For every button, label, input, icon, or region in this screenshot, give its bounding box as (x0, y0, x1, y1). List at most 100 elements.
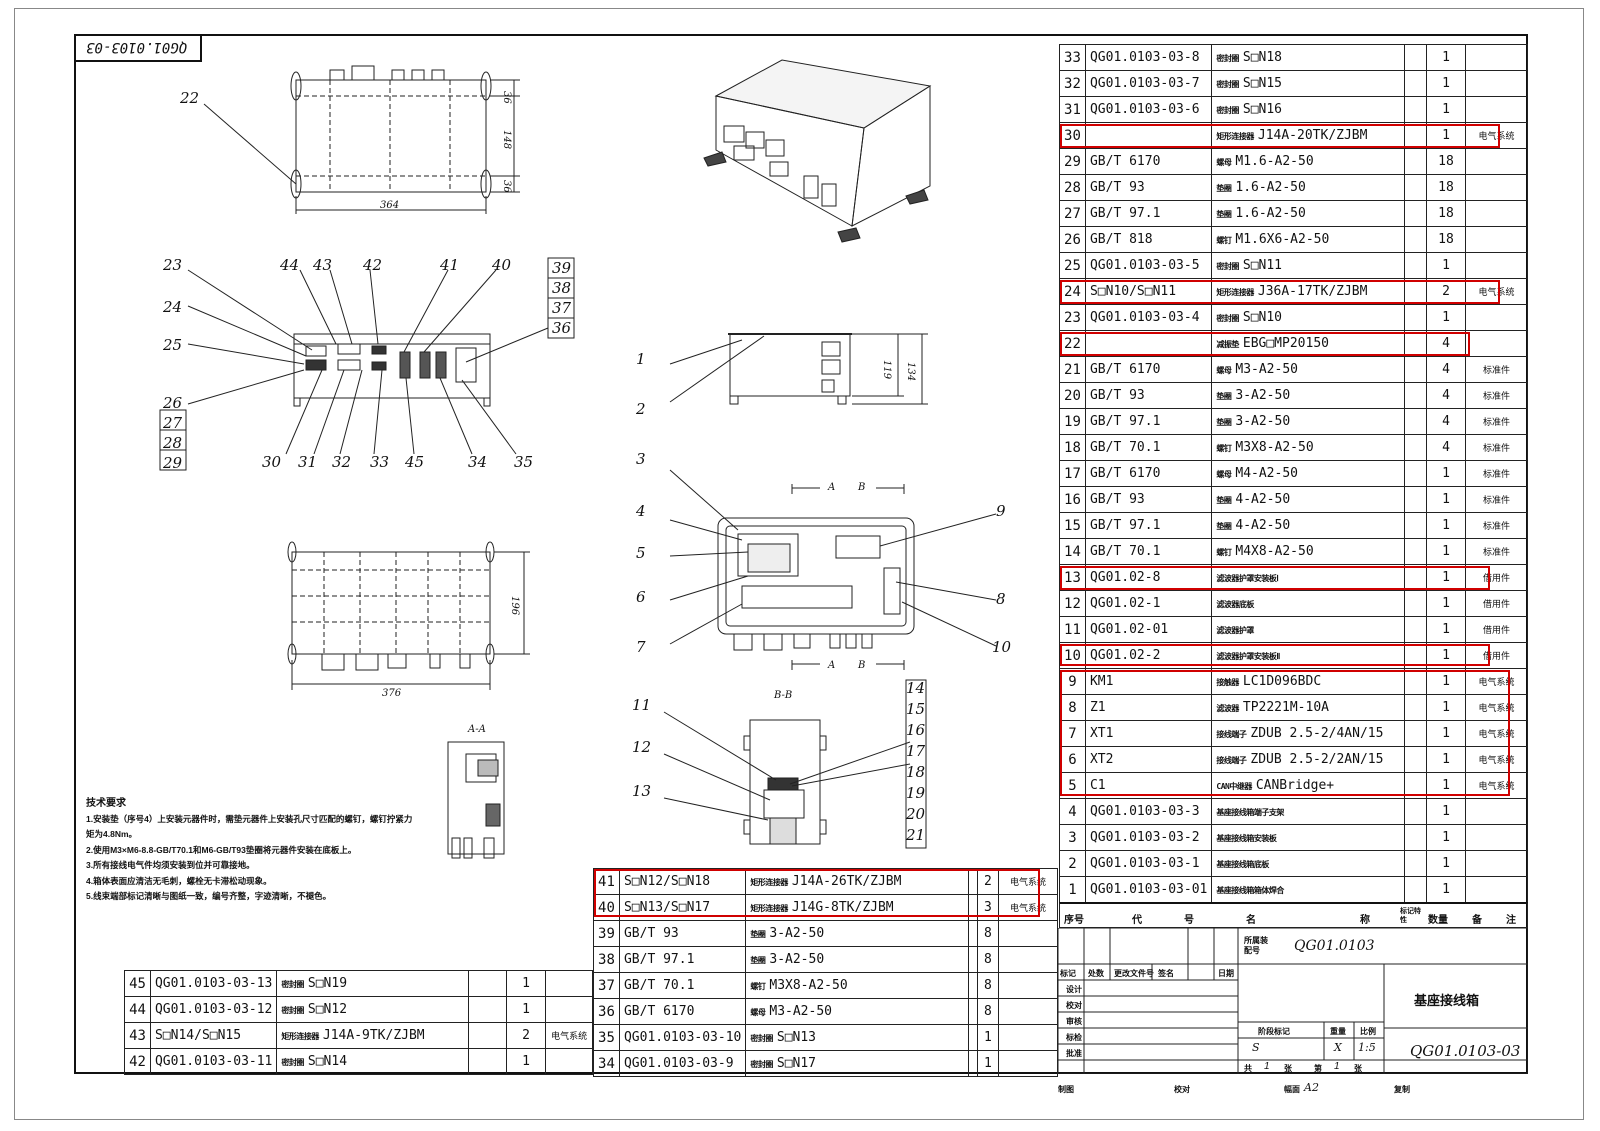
svg-text:18: 18 (906, 763, 925, 781)
item-mark (968, 998, 979, 1025)
item-mark (1404, 356, 1427, 383)
svg-text:148: 148 (501, 130, 512, 149)
item-qty: 1 (1425, 304, 1467, 331)
item-qty: 1 (977, 1050, 999, 1077)
item-qty: 1 (1425, 70, 1467, 97)
item-code: GB/T 70.1 (1084, 434, 1213, 461)
item-mark (968, 920, 979, 947)
item-number: 24 (1059, 278, 1086, 305)
svg-text:45: 45 (404, 453, 424, 471)
svg-text:33: 33 (370, 453, 389, 471)
item-remark: 电气系统 (545, 1022, 593, 1049)
item-code: GB/T 93 (618, 920, 747, 947)
svg-text:2: 2 (635, 400, 646, 418)
item-number: 35 (593, 1024, 620, 1051)
item-remark (1465, 148, 1528, 175)
item-name: 基座接线箱端子支架 (1211, 798, 1406, 825)
item-mark (1404, 70, 1427, 97)
svg-text:9: 9 (996, 502, 1006, 520)
item-code: GB/T 6170 (618, 998, 747, 1025)
svg-text:15: 15 (906, 700, 925, 718)
item-qty: 4 (1425, 408, 1467, 435)
item-remark: 借用件 (1465, 616, 1528, 643)
item-remark (545, 1048, 593, 1075)
svg-text:34: 34 (468, 453, 487, 471)
highlight-row-13 (1060, 566, 1490, 590)
item-qty: 1 (505, 1048, 547, 1075)
item-number: 17 (1059, 460, 1086, 487)
item-remark: 电气系统 (1465, 746, 1528, 773)
item-code: QG01.0103-03-10 (618, 1024, 747, 1051)
item-code: GB/T 97.1 (618, 946, 747, 973)
item-code: GB/T 6170 (1084, 148, 1213, 175)
svg-text:43: 43 (312, 256, 332, 274)
item-remark: 电气系统 (1465, 694, 1528, 721)
item-qty: 1 (1425, 512, 1467, 539)
part-name: 基座接线箱 (1414, 993, 1480, 1008)
svg-text:24: 24 (162, 298, 182, 316)
item-number: 26 (1059, 226, 1086, 253)
item-mark (1404, 148, 1427, 175)
svg-text:37: 37 (552, 299, 572, 317)
item-qty: 4 (1425, 434, 1467, 461)
item-code: QG01.0103-03-1 (1084, 850, 1213, 877)
item-code: QG01.0103-03-13 (149, 970, 278, 997)
item-mark (1404, 382, 1427, 409)
item-mark (1404, 252, 1427, 279)
item-qty: 1 (1425, 590, 1467, 617)
svg-text:35: 35 (514, 453, 533, 471)
item-number: 11 (1059, 616, 1086, 643)
item-code: QG01.0103-03-4 (1084, 304, 1213, 331)
svg-text:134: 134 (905, 362, 916, 381)
item-qty: 1 (505, 970, 547, 997)
item-qty: 8 (977, 972, 999, 999)
item-code: GB/T 97.1 (1084, 200, 1213, 227)
item-code: KM1 (1084, 668, 1213, 695)
item-number: 29 (1059, 148, 1086, 175)
svg-text:20: 20 (905, 805, 926, 823)
svg-text:A: A (827, 482, 835, 493)
svg-text:3: 3 (636, 450, 646, 468)
item-name: 基座接线箱底板 (1211, 850, 1406, 877)
stage-mark-x: X (1334, 1041, 1342, 1054)
item-number: 43 (124, 1022, 151, 1049)
item-remark (997, 946, 1059, 973)
item-remark: 标准件 (1465, 356, 1528, 383)
item-number: 36 (593, 998, 620, 1025)
svg-text:32: 32 (332, 453, 351, 471)
item-code: S□N10/S□N11 (1084, 278, 1213, 305)
item-code: QG01.0103-03-6 (1084, 96, 1213, 123)
item-number: 3 (1059, 824, 1086, 851)
svg-text:27: 27 (162, 414, 183, 432)
svg-text:B-B: B-B (773, 690, 792, 701)
item-number: 33 (1059, 44, 1086, 71)
item-mark (1404, 200, 1427, 227)
svg-text:119: 119 (881, 360, 892, 380)
stage-mark-s: S (1252, 1041, 1260, 1054)
item-code: S□N14/S□N15 (149, 1022, 278, 1049)
item-remark: 标准件 (1465, 408, 1528, 435)
item-number: 44 (124, 996, 151, 1023)
item-qty: 1 (1425, 538, 1467, 565)
item-code: GB/T 818 (1084, 226, 1213, 253)
item-remark: 电气系统 (1465, 278, 1528, 305)
svg-text:12: 12 (632, 738, 651, 756)
item-remark (1465, 824, 1528, 851)
item-code (1084, 330, 1213, 357)
